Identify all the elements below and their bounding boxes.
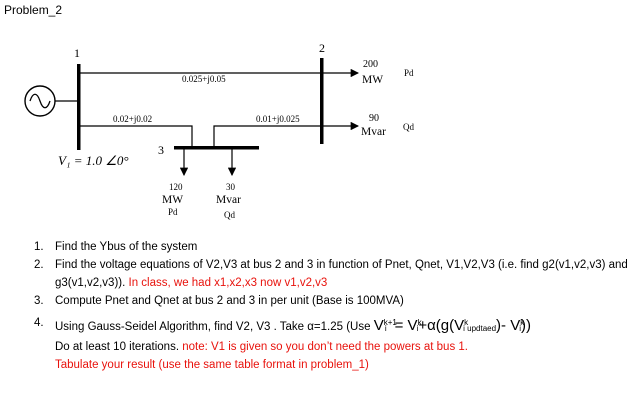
bus2-q-tag: Qd bbox=[403, 122, 414, 132]
line-1-3 bbox=[80, 125, 193, 147]
question-4: 4. Using Gauss-Seidel Algorithm, find V2… bbox=[34, 314, 634, 374]
bus2-q-value: 90 bbox=[369, 113, 379, 124]
generator-symbol bbox=[24, 85, 77, 117]
v1-label: V₁ = 1.0 ∠0° bbox=[58, 153, 129, 168]
line-2-3 bbox=[213, 125, 321, 147]
question-3-number: 3. bbox=[34, 295, 44, 307]
question-4-note-2: Tabulate your result (use the same table… bbox=[55, 359, 369, 371]
question-4-iterations: Do at least 10 iterations. bbox=[55, 341, 180, 353]
bus-3-bar bbox=[174, 146, 259, 150]
formula-sub: i bbox=[416, 324, 419, 333]
line-2-3-impedance: 0.01+j0.025 bbox=[256, 114, 300, 124]
formula-sup: k bbox=[464, 318, 469, 327]
bus-1-number: 1 bbox=[74, 46, 80, 60]
bus3-q-unit: Mvar bbox=[216, 194, 241, 206]
bus2-q-unit: Mvar bbox=[361, 126, 386, 138]
bus3-q-value: 30 bbox=[226, 182, 236, 192]
bus2-p-unit: MW bbox=[362, 74, 383, 86]
question-2-number: 2. bbox=[34, 259, 44, 271]
formula-part: = V bbox=[394, 317, 418, 334]
formula-part: +α(g(V bbox=[418, 317, 465, 334]
question-1-number: 1. bbox=[34, 241, 44, 253]
line-1-3-impedance: 0.02+j0.02 bbox=[113, 114, 152, 124]
formula-sup: k bbox=[417, 318, 422, 327]
bus3-p-tag: Pd bbox=[168, 207, 178, 217]
bus3-p-unit: MW bbox=[162, 194, 183, 206]
bus2-p-value: 200 bbox=[363, 59, 378, 70]
question-list: 1. Find the Ybus of the system 2. Find t… bbox=[34, 238, 634, 374]
line-1-2-impedance: 0.025+j0.05 bbox=[182, 74, 226, 84]
formula-part: )- V bbox=[496, 317, 521, 334]
question-1: 1. Find the Ybus of the system bbox=[34, 238, 634, 256]
bus2-p-tag: Pd bbox=[404, 68, 414, 78]
bus-2-number: 2 bbox=[319, 41, 325, 55]
formula-sub: i updtaed bbox=[463, 324, 497, 333]
question-4-line-2: Do at least 10 iterations. note: V1 is g… bbox=[55, 338, 634, 356]
formula-part: )) bbox=[521, 317, 531, 334]
question-2-note: In class, we had x1,x2,x3 now v1,v2,v3 bbox=[125, 277, 328, 289]
bus3-p-value: 120 bbox=[169, 182, 183, 192]
question-3: 3. Compute Pnet and Qnet at bus 2 and 3 … bbox=[34, 292, 634, 310]
formula-sub: i bbox=[384, 324, 387, 333]
formula-part: V bbox=[373, 317, 384, 334]
question-4-number: 4. bbox=[34, 317, 44, 329]
question-2: 2. Find the voltage equations of V2,V3 a… bbox=[34, 256, 634, 292]
bus-3-number: 3 bbox=[158, 143, 164, 157]
bus-1-bar bbox=[77, 64, 81, 150]
formula-sup: k bbox=[520, 318, 525, 327]
question-4-note: note: V1 is given so you don’t need the … bbox=[179, 341, 468, 353]
bus-2-bar bbox=[320, 58, 324, 144]
gs-formula: Vk+1i= Vki+α(g(Vki updtaed)- Vki)) bbox=[374, 317, 531, 334]
formula-sub: i bbox=[519, 324, 521, 333]
power-system-diagram: 1 2 3 0.025+j0.05 0.02+j0.02 0.01+j0.025… bbox=[24, 41, 414, 220]
formula-sup: k+1 bbox=[383, 318, 397, 327]
bus3-q-tag: Qd bbox=[224, 210, 235, 220]
question-2-text: Find the voltage equations of V2,V3 at b… bbox=[55, 259, 628, 289]
question-3-text: Compute Pnet and Qnet at bus 2 and 3 in … bbox=[55, 295, 404, 307]
problem-title: Problem_2 bbox=[4, 3, 63, 17]
question-1-text: Find the Ybus of the system bbox=[55, 241, 198, 253]
question-4-text: Using Gauss-Seidel Algorithm, find V2, V… bbox=[55, 321, 374, 333]
